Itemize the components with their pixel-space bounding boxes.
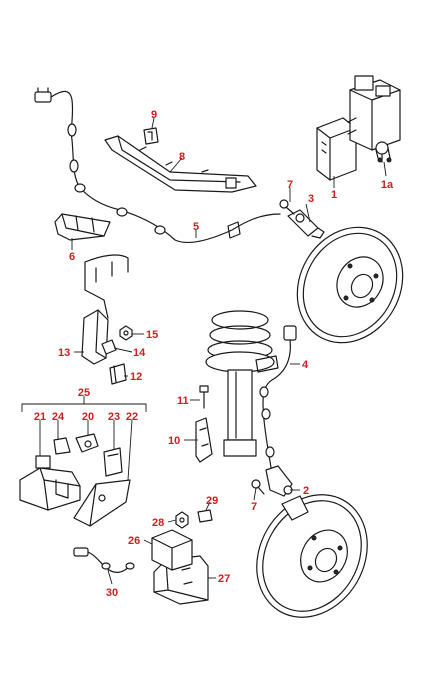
callout-1a: 1a [381,179,394,191]
callout-11: 11 [177,395,189,407]
wheel-speed-sensor-lower [265,465,293,497]
grommet-12 [109,363,127,385]
callout-1: 1 [331,189,337,201]
clip-14 [101,339,117,355]
holder-24 [53,437,71,455]
group-25-bracket-line [21,396,147,412]
sensor-lead-30 [73,547,135,573]
abs-hydraulic-unit [347,75,401,163]
callout-30: 30 [106,587,118,599]
callout-15: 15 [146,329,158,341]
callout-12: 12 [130,371,142,383]
callout-4: 4 [302,359,309,371]
callout-10: 10 [168,435,180,447]
callout-7-lower: 7 [251,501,257,513]
callout-6: 6 [69,251,75,263]
mounting-bracket-6 [54,213,111,241]
callout-2: 2 [303,485,309,497]
mounting-bracket-8 [104,135,257,193]
callout-14: 14 [133,347,146,359]
callout-5: 5 [193,221,199,233]
brake-disc-lower [256,494,368,618]
callout-28: 28 [152,517,164,529]
bracket-10 [195,417,213,463]
callout-24: 24 [52,411,65,423]
clip-9 [143,127,159,145]
callout-22: 22 [126,411,138,423]
nut-15 [119,325,133,341]
upper-sensor-wiring-harness [34,87,281,243]
retainer-23 [103,447,123,477]
callout-labels: 1 1a 2 3 4 5 6 7 7 8 9 10 11 12 13 14 15… [34,109,394,599]
callout-3: 3 [308,193,314,205]
callout-9: 9 [151,109,157,121]
callout-27: 27 [218,573,230,585]
abs-control-unit [316,117,357,181]
relay-carrier-21 [19,455,81,511]
bolt-7-upper [279,199,295,215]
callout-7-upper: 7 [287,179,293,191]
callout-25: 25 [78,387,90,399]
sensor-wire-4 [255,325,297,475]
bolt-29 [197,509,213,523]
bracket-22 [73,479,131,527]
callout-29: 29 [206,495,218,507]
leader-lines [39,117,387,585]
nut-28 [175,511,189,529]
strut-assembly [205,310,275,457]
relay-26 [151,529,193,571]
clip-20 [75,433,99,453]
bracket-13 [81,309,109,365]
callout-20: 20 [82,411,94,423]
callout-23: 23 [108,411,120,423]
wheel-speed-sensor-upper [287,209,325,239]
brake-disc-upper [296,226,404,344]
bolt-7-lower [251,479,265,495]
body-panel-outline [84,254,129,319]
callout-26: 26 [128,535,140,547]
callout-8: 8 [179,151,185,163]
callout-21: 21 [34,411,46,423]
callout-13: 13 [58,347,70,359]
bolt-11 [199,385,209,409]
